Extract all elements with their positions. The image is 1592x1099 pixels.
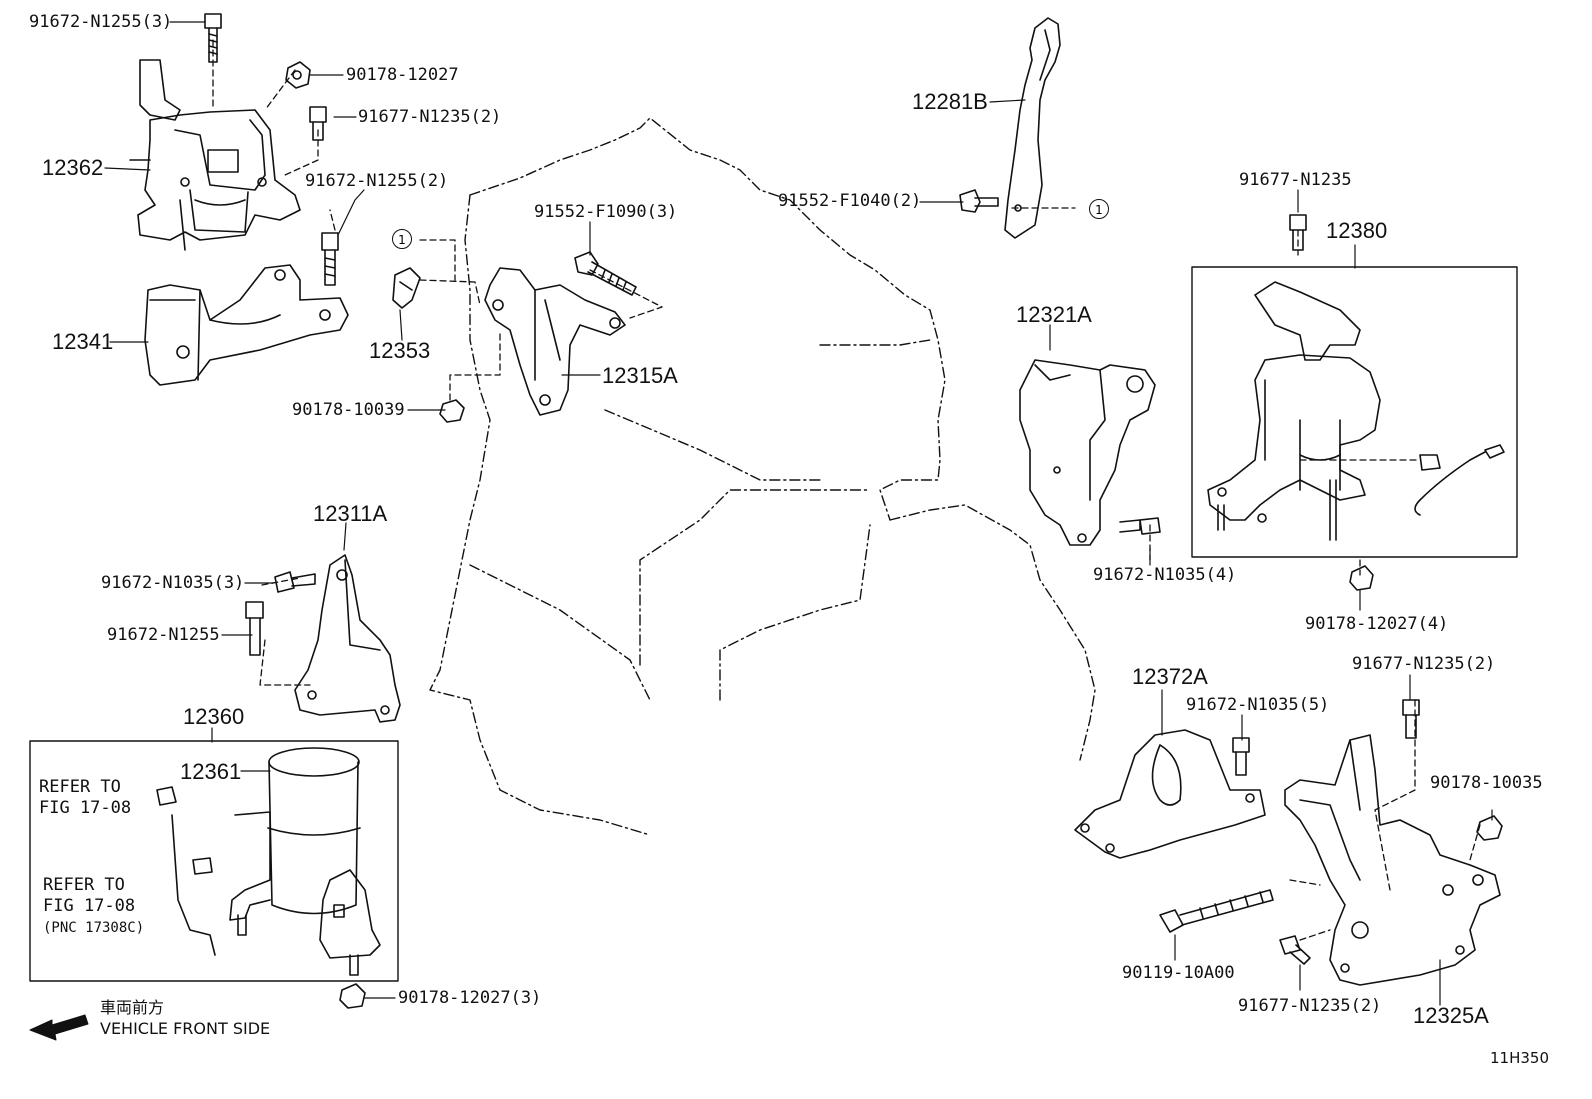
label-12380: 12380 (1326, 218, 1388, 243)
callout-marker-right: 1 (1089, 199, 1109, 219)
bolt-91672-n1255-left (245, 601, 264, 656)
label-91672-n1255-3: 91672-N1255(3) (29, 12, 173, 32)
label-90178-12027-3: 90178-12027(3) (398, 988, 542, 1008)
label-91672-n1035-4: 91672-N1035(4) (1093, 565, 1237, 585)
nut-90178 (285, 61, 311, 89)
legend-en: VEHICLE FRONT SIDE (100, 1019, 271, 1038)
assembly-box-12360 (29, 740, 399, 982)
label-91677-n1235-2-right: 91677-N1235(2) (1352, 654, 1496, 674)
label-12311a: 12311A (313, 501, 388, 526)
label-91677-n1235: 91677-N1235 (1239, 170, 1352, 190)
label-90178-10039: 90178-10039 (292, 400, 405, 420)
label-91552-f1090-3: 91552-F1090(3) (534, 202, 678, 222)
bracket-12281B (1004, 17, 1061, 239)
mount-12361 (156, 747, 381, 976)
bolt-91672-n1255 (321, 232, 339, 286)
label-12361: 12361 (180, 759, 242, 784)
bolt-91672-n1035-5 (1232, 737, 1250, 776)
bolt-91677-n1235-top (1289, 214, 1307, 251)
mount-12380 (1207, 281, 1505, 541)
label-91672-n1255-2: 91672-N1255(2) (305, 171, 449, 191)
refer-to-1: REFER TO (39, 777, 121, 797)
label-12341: 12341 (52, 329, 114, 354)
label-12353: 12353 (369, 338, 431, 363)
label-12362: 12362 (42, 155, 104, 180)
bolt-91552-f1040 (959, 189, 999, 213)
label-90178-10035: 90178-10035 (1430, 773, 1543, 793)
bolt-91677-n1235-right (1402, 699, 1420, 739)
nut-90178-12027-4 (1349, 565, 1374, 591)
label-12325a: 12325A (1413, 1003, 1489, 1028)
bracket-12315A (484, 267, 626, 416)
label-12372a: 12372A (1132, 664, 1208, 689)
label-91677-n1235-2-top: 91677-N1235(2) (358, 107, 502, 127)
mount-12372A (1074, 729, 1266, 859)
label-12360: 12360 (183, 704, 245, 729)
refer-to-2: REFER TO (43, 875, 125, 895)
engine-mount-12362 (129, 59, 301, 251)
bolt-top (204, 13, 222, 63)
leader-lines (104, 21, 1493, 1006)
engine-outline (429, 117, 1096, 836)
hose-12353 (392, 267, 421, 309)
callout-marker-left: 1 (392, 229, 412, 249)
label-90119-10a00: 90119-10A00 (1122, 963, 1235, 983)
bolt-91677 (309, 106, 327, 141)
label-90178-12027-4: 90178-12027(4) (1305, 614, 1449, 634)
vehicle-front-arrow (29, 1014, 89, 1041)
assembly-box-12380 (1191, 266, 1518, 558)
bolt-91672-n1035-4 (1119, 517, 1161, 535)
bolt-91672-n1035-3 (274, 571, 316, 593)
alignment-lines (212, 39, 1481, 941)
label-91672-n1255: 91672-N1255 (107, 625, 220, 645)
nut-90178-10039 (439, 399, 465, 423)
bolt-91677-n1235-bottom (1279, 935, 1311, 965)
label-91672-n1035-5: 91672-N1035(5) (1186, 695, 1330, 715)
nut-90178-10035 (1476, 815, 1503, 841)
label-90178-12027: 90178-12027 (346, 65, 459, 85)
label-12315a: 12315A (602, 363, 678, 388)
label-91677-n1235-2-bottom: 91677-N1235(2) (1238, 996, 1382, 1016)
bracket-12311A (294, 554, 401, 723)
label-12321a: 12321A (1016, 302, 1092, 327)
pnc-ref: (PNC 17308C) (43, 920, 145, 936)
legend-jp: 車両前方 (100, 998, 165, 1017)
nut-90178-12027-3 (339, 983, 366, 1009)
fig-ref-1: FIG 17-08 (39, 798, 132, 818)
figure-code: 11H350 (1490, 1049, 1549, 1067)
bracket-12325A (1284, 734, 1501, 986)
label-91552-f1040-2: 91552-F1040(2) (778, 191, 922, 211)
fig-ref-2: FIG 17-08 (43, 896, 136, 916)
bracket-12321A (1019, 359, 1156, 546)
bolt-91552-f1090 (574, 251, 637, 296)
label-12281b: 12281B (912, 89, 988, 114)
label-91672-n1035-3: 91672-N1035(3) (101, 573, 245, 593)
bracket-12341 (144, 264, 349, 386)
bolt-90119-10A00 (1159, 889, 1274, 933)
